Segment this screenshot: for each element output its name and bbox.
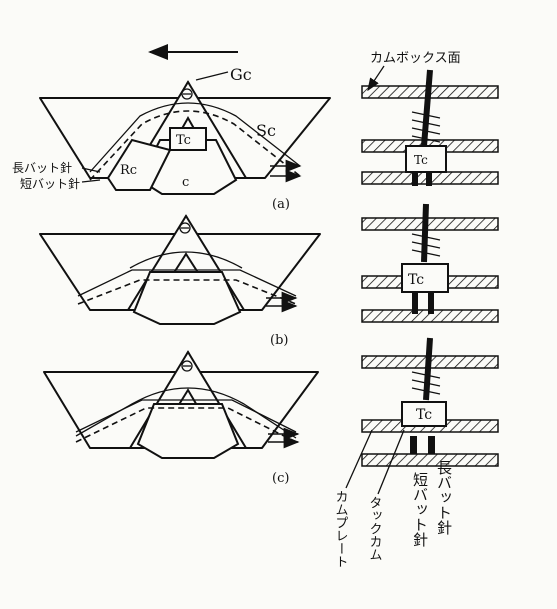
caption-b: (b) [270, 333, 288, 348]
label-tc-side-b: Tc [408, 272, 424, 288]
label-short-butt: 短バット針 [411, 472, 429, 547]
label-long-needle: 長バット針 [12, 160, 72, 175]
label-long-butt: 長バット針 [435, 460, 453, 535]
side-view-b [361, 203, 499, 323]
caption-a: (a) [272, 197, 290, 212]
label-tc-side-a: Tc [414, 153, 428, 167]
label-tuck-cam: タックカム [367, 496, 382, 561]
side-view-a [361, 69, 499, 186]
cam-panel-a [39, 71, 331, 195]
label-rc: Rc [120, 163, 137, 178]
cam-panel-b [39, 214, 321, 325]
label-short-needle: 短バット針 [20, 176, 80, 191]
label-c: c [182, 175, 189, 190]
caption-c: (c) [272, 471, 289, 486]
label-cam-plate: カムプレート [333, 490, 348, 568]
label-tc-side-c: Tc [416, 407, 432, 423]
cam-panel-c [43, 350, 319, 459]
label-gc: Gc [230, 65, 252, 84]
label-tc-a: Tc [176, 133, 191, 148]
side-view-c [361, 337, 499, 467]
label-cam-box-face: カムボックス面 [370, 51, 461, 66]
label-sc: Sc [256, 121, 276, 140]
